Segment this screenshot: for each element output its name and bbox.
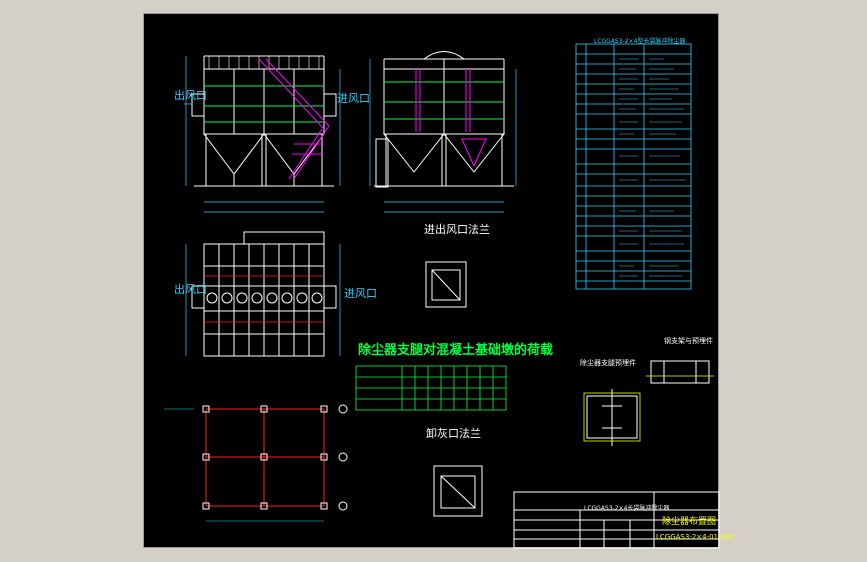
- plan-view-dims: [185, 244, 341, 356]
- side-view-dims: [369, 59, 517, 213]
- front-outlet-label: 出风口: [174, 89, 207, 102]
- flange-inlet-outlet: [425, 261, 467, 308]
- plan-view: [191, 231, 337, 357]
- drawing-sheet: 出风口 进风口 出风口 进风口 进出风口法兰 卸灰口法兰 除尘器支腿对混凝土基础…: [143, 13, 734, 549]
- title-drawing-no: LCGGAS3-2×4-01-000: [656, 533, 734, 541]
- title-project: LCGGAS3-2×4长袋脉冲除尘器: [584, 505, 670, 512]
- load-table: [355, 365, 507, 411]
- title-block: [513, 491, 720, 549]
- plan-view-red: [204, 275, 324, 323]
- front-view-bags: [204, 85, 324, 123]
- title-drawing-name: 除尘器布置图: [662, 517, 717, 527]
- front-view-ladder: [258, 58, 330, 180]
- embed-plate-yellow: [583, 392, 641, 442]
- flange-ash-title: 卸灰口法兰: [426, 427, 481, 440]
- embed-plate-detail: [586, 389, 638, 446]
- front-view-dims: [184, 56, 341, 213]
- foundation-grid: [205, 408, 325, 507]
- spec-table-text: [619, 58, 686, 277]
- front-inlet-label: 进风口: [337, 92, 370, 105]
- steel-bracket-detail: [650, 360, 710, 384]
- cad-drawing: [164, 43, 720, 549]
- plan-inlet-label: 进风口: [344, 287, 377, 300]
- spec-table: [575, 43, 692, 290]
- foundation-piers: [202, 404, 348, 511]
- side-view-ladder: [415, 69, 487, 168]
- load-table-title: 除尘器支腿对混凝土基础墩的荷载: [358, 343, 554, 358]
- flange-ash: [433, 465, 483, 517]
- plan-outlet-label: 出风口: [174, 283, 207, 296]
- embed-plate-label: 除尘器支腿预埋件: [580, 359, 636, 367]
- side-view-bags: [384, 81, 504, 120]
- steel-bracket-label: 钢支架与预埋件: [664, 337, 713, 345]
- spec-table-title: LCGGAS3-2×4型长袋脉冲除尘器: [594, 38, 686, 45]
- flange-inlet-outlet-title: 进出风口法兰: [424, 223, 490, 236]
- front-view: [191, 55, 337, 187]
- foundation-dims: [164, 408, 324, 522]
